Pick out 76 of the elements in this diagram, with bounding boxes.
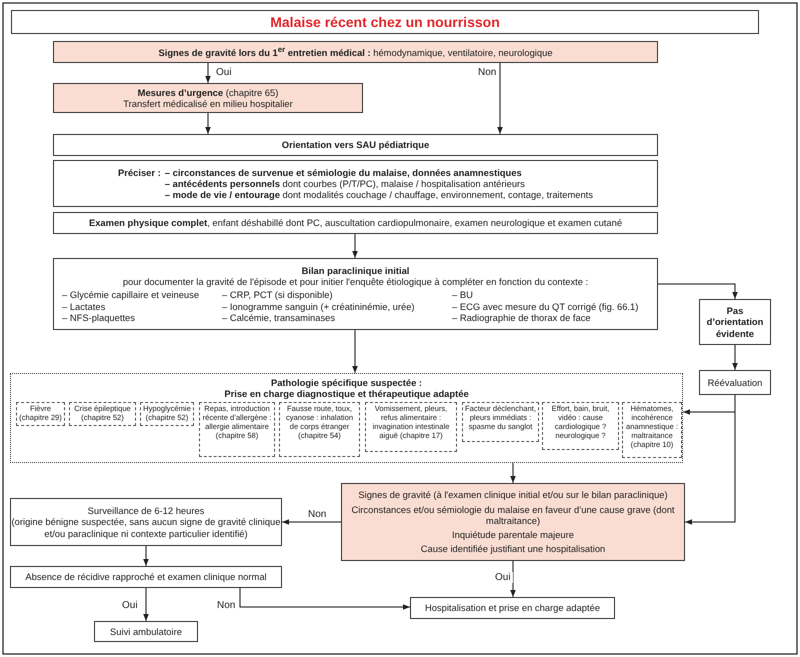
arrow [732, 344, 738, 370]
edge-label: Oui [214, 67, 234, 78]
decision-box [699, 299, 771, 345]
decision-box [53, 41, 658, 63]
box-heading: Prise en charge diagnostique et thérapeutique adaptée [224, 388, 469, 400]
box-text: – NFS-plaquettes [62, 312, 136, 324]
arrow [143, 588, 149, 622]
arrow [143, 546, 149, 566]
arrow [205, 112, 211, 134]
box-text: (origine bénigne suspectée, sans aucun signe de gravité clinique et/ou paraclinique ni contexte particulier identifié) [11, 516, 281, 539]
box-text: – mode de vie / entourage dont modalités couchage / chauffage, environnement, contage, traitements [164, 189, 593, 200]
edge-label: Non [215, 600, 238, 611]
box-text: Inquiétude parentale majeure [452, 529, 574, 540]
arrow [684, 394, 736, 525]
process-box [53, 160, 658, 207]
action-box [53, 83, 363, 113]
box-text: – Lactates [62, 300, 106, 312]
box-text: Signes de gravité lors du 1$^{er}$ entretien médical : hémodynamique, ventilatoire, neurologique [158, 45, 553, 59]
box-text: – Calcémie, transaminases [222, 312, 336, 324]
box-heading: Bilan paraclinique initial [302, 264, 410, 276]
edge-label: Oui [120, 600, 140, 611]
process-box [699, 370, 771, 395]
box-heading: Orientation vers SAU pédiatrique [282, 139, 430, 151]
arrow [497, 62, 503, 134]
box-text: Hospitalisation et prise en charge adaptée [424, 602, 600, 614]
arrow [205, 62, 211, 84]
box-heading: – circonstances de survenue et sémiologie du malaise, données anamnestiques [164, 166, 523, 178]
arrow [510, 560, 516, 598]
box-text: Examen physique complet, enfant déshabillé dont PC, auscultation cardiopulmonaire, examen neurologique et examen cutané [88, 217, 622, 229]
box-text: – antécédents personnels dont courbes (P/T/PC), malaise / hospitalisation antérieurs [164, 178, 526, 190]
box-heading: Pathologie spécifique suspectée : [270, 377, 422, 388]
process-box [53, 258, 658, 330]
condition-box [622, 402, 682, 458]
edge-label: Oui [493, 572, 513, 583]
condition-box [462, 402, 539, 442]
condition-box [542, 402, 619, 450]
condition-box [279, 402, 360, 457]
box-text: pour documenter la gravité de l'épisode et pour initier l'enquête étiologique à compléter en fonction du contexte : [122, 276, 588, 288]
group-box [10, 373, 683, 463]
box-heading: Pas d’orientation évidente [706, 305, 764, 339]
condition-box [365, 402, 457, 452]
process-box [94, 621, 198, 642]
condition-box [199, 402, 275, 457]
box-text: – Glycémie capillaire et veineuse [62, 289, 200, 301]
box-text: – Radiographie de thorax de face [452, 312, 591, 324]
arrow [510, 462, 516, 484]
process-box [53, 134, 658, 156]
edge-label: Non [306, 509, 328, 520]
arrow [282, 519, 342, 525]
box-text: Transfert médicalisé en milieu hospitalier [123, 98, 293, 110]
box-text: Signes de gravité (à l'examen clinique initial et/ou sur le bilan paraclinique) [358, 489, 668, 501]
box-text: – ECG avec mesure du QT corrigé (fig. 66.1) [452, 300, 640, 312]
box-text: Mesures d’urgence (chapitre 65) [138, 86, 278, 98]
process-box [10, 566, 282, 588]
box-text: Suivi ambulatoire [110, 626, 182, 638]
box-text: – Ionogramme sanguin (+ créatininémie, urée) [222, 300, 416, 312]
box-text: Circonstances et/ou sémiologie du malaise en faveur d’une cause grave (dont maltraitance) [350, 504, 676, 526]
box-text: – BU [452, 289, 474, 301]
process-box [410, 597, 615, 619]
box-text: Absence de récidive rapproché et examen clinique normal [25, 571, 267, 583]
arrow [352, 330, 358, 374]
condition-box [69, 402, 136, 426]
arrow [240, 588, 410, 610]
box-text: Surveillance de 6-12 heures [88, 505, 204, 516]
process-box [53, 212, 658, 234]
arrow [352, 234, 358, 258]
process-box [10, 498, 282, 546]
box-text: Réévaluation [708, 376, 762, 388]
title-text: Malaise récent chez un nourrisson [270, 14, 500, 30]
box-heading: Préciser : [118, 166, 161, 178]
box-text: Cause identifiée justifiant une hospitalisation [420, 543, 606, 555]
edge-label: Non [476, 67, 498, 78]
arrow [658, 284, 738, 300]
box-text: – CRP, PCT (si disponible) [222, 289, 334, 301]
decision-box [341, 483, 685, 561]
title-box [11, 10, 759, 34]
